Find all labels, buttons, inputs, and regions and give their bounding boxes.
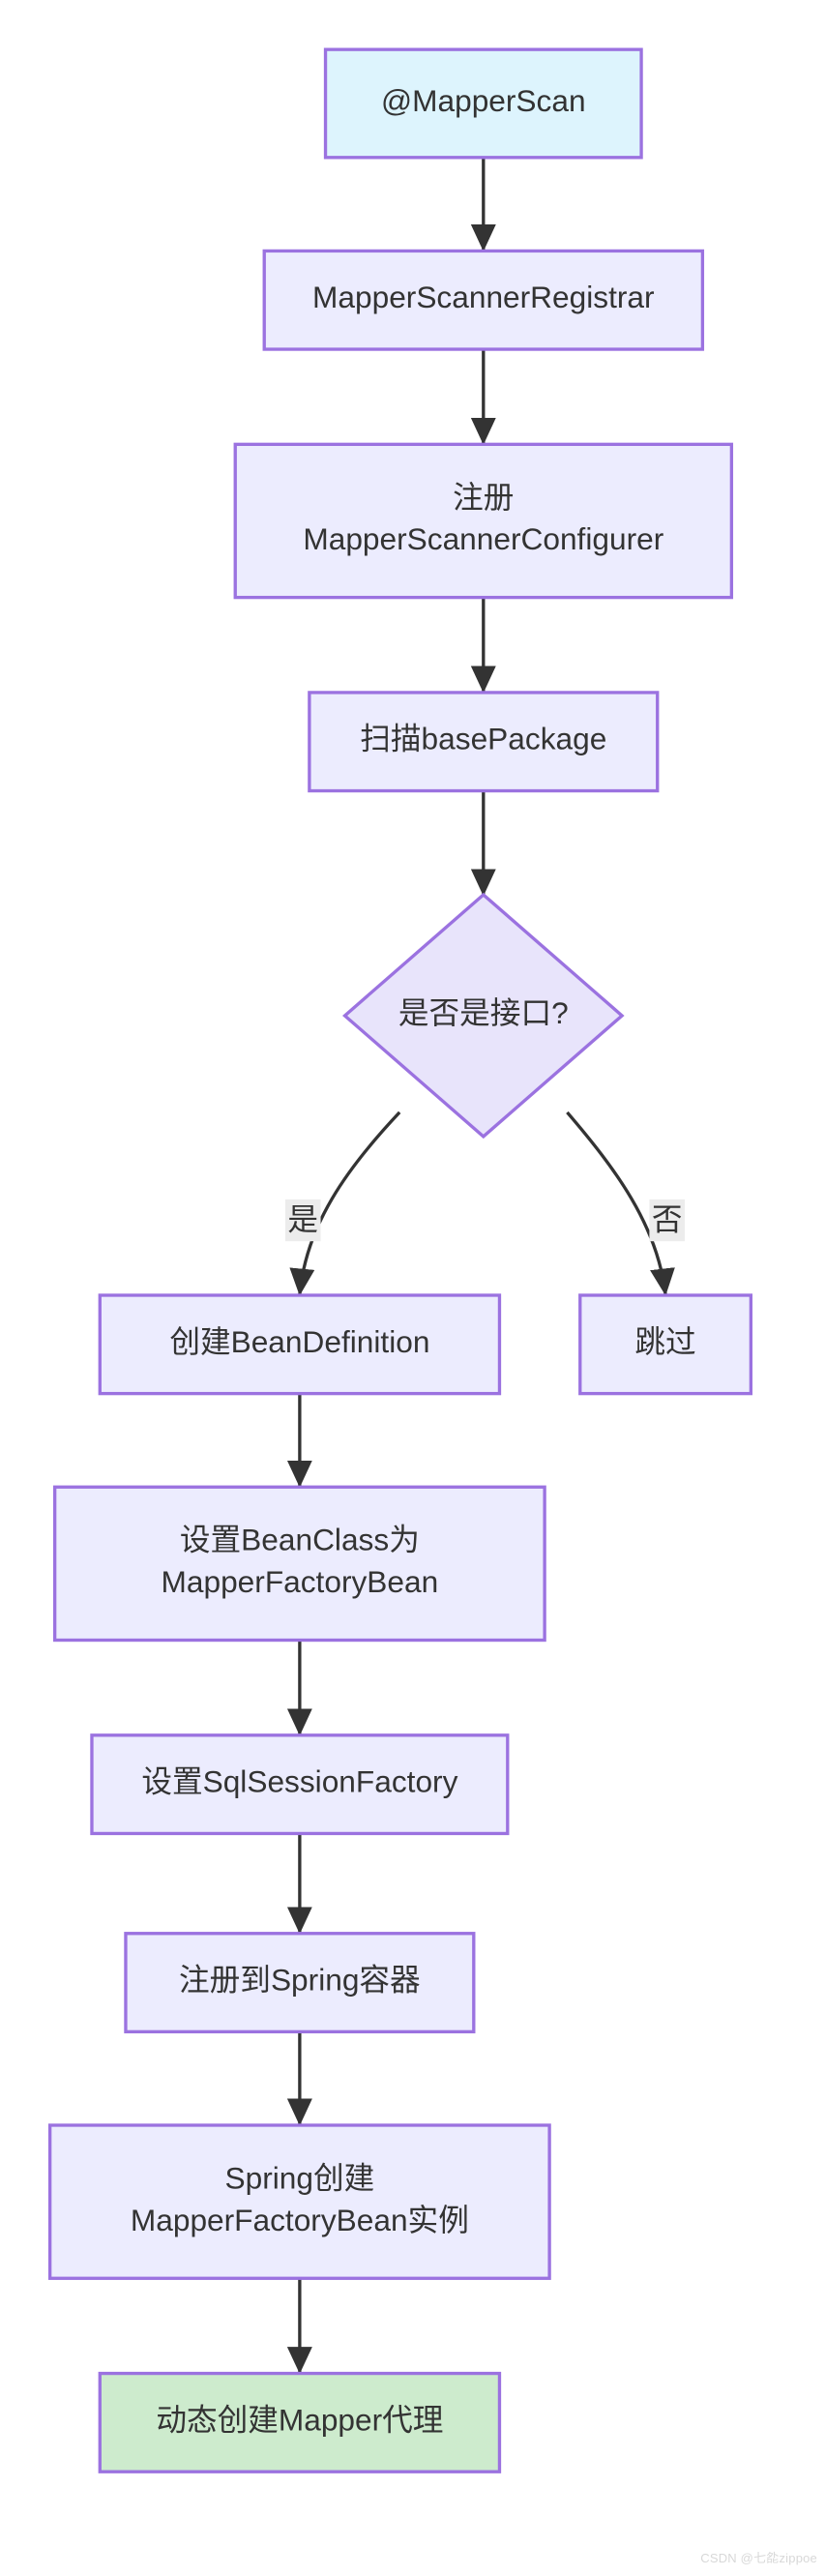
node-shape <box>90 1733 510 1836</box>
flow-node[interactable]: @MapperScan <box>323 47 643 160</box>
decision-shape <box>341 892 625 1140</box>
flow-node[interactable]: 是否是接口? <box>341 892 625 1140</box>
csdn-watermark: CSDN @七夞zippoe <box>700 2551 817 2565</box>
edge-label: 是 <box>284 1199 321 1242</box>
flow-edge <box>289 1110 401 1296</box>
node-label: 动态创建Mapper代理 <box>156 2403 443 2438</box>
node-shape <box>233 442 734 600</box>
edge-label-text: 是 <box>287 1202 318 1237</box>
node-label: 注册到Spring容器 <box>179 1963 421 1998</box>
node-shape <box>98 2371 502 2473</box>
node-shape <box>52 1485 546 1643</box>
edge-label-bg <box>649 1199 686 1242</box>
edge-labels-layer: 是否 <box>284 1199 686 1242</box>
node-label: 跳过 <box>634 1324 695 1359</box>
flow-node[interactable]: 动态创建Mapper代理 <box>98 2371 502 2473</box>
flow-node[interactable]: 跳过 <box>578 1293 753 1396</box>
node-shape <box>124 1932 476 2034</box>
node-shape <box>308 691 660 793</box>
edge-label-text: 否 <box>652 1202 683 1237</box>
edge-label: 否 <box>649 1199 686 1242</box>
node-shape <box>323 47 643 160</box>
node-label: 扫描basePackage <box>360 722 606 756</box>
node-label: 是否是接口? <box>398 995 569 1030</box>
node-label: MapperScannerRegistrar <box>312 281 655 315</box>
flow-node[interactable]: 创建BeanDefinition <box>98 1293 502 1396</box>
flow-edge <box>566 1110 675 1296</box>
node-label: 创建BeanDefinition <box>169 1324 429 1359</box>
node-shape <box>578 1293 753 1396</box>
node-shape <box>47 2123 551 2280</box>
flow-node[interactable]: MapperScannerRegistrar <box>262 249 705 351</box>
flow-node[interactable]: 扫描basePackage <box>308 691 660 793</box>
node-label: 设置SqlSessionFactory <box>141 1764 457 1799</box>
flow-node[interactable]: 注册到Spring容器 <box>124 1932 476 2034</box>
node-shape <box>98 1293 502 1396</box>
edge-label-bg <box>284 1199 321 1242</box>
node-label: @MapperScan <box>381 83 586 118</box>
flow-node[interactable]: 设置SqlSessionFactory <box>90 1733 510 1836</box>
node-shape <box>262 249 705 351</box>
edges-layer <box>286 156 675 2375</box>
